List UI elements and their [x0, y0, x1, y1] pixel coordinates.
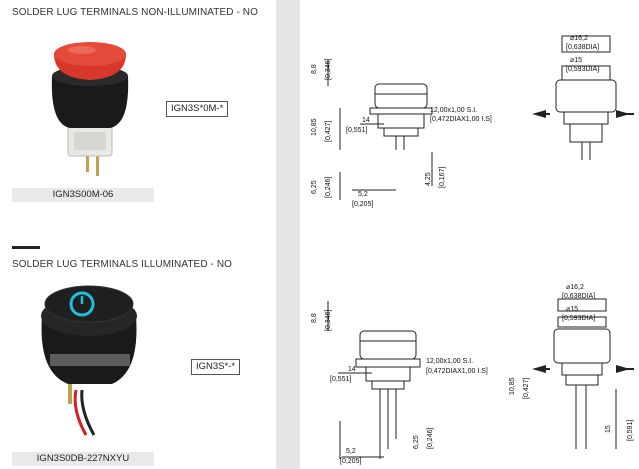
- dim5-value: 4,25: [425, 172, 432, 186]
- dim6-value-2: 5,2: [346, 448, 356, 455]
- dim6-inch-2: [0,205]: [340, 458, 361, 465]
- dim3-inch: [0,551]: [346, 127, 367, 134]
- dim6-inch: [0,205]: [352, 201, 373, 208]
- product2-caption: IGN3S0DB-227NXYU: [12, 452, 154, 466]
- drawing-panel: 8,8 [0,346] 10,85 [0,427] 14 [0,551] 12,…: [300, 0, 639, 469]
- dim5-inch: [0,167]: [439, 167, 446, 188]
- dia2-inch: [0,593DIA]: [566, 66, 599, 73]
- product-photo-illuminated: [41, 285, 137, 436]
- dim2-inch: [0,427]: [325, 121, 332, 142]
- thread-spec: 12,00x1,00 S.I.: [430, 107, 477, 114]
- left-panel: SOLDER LUG TERMINALS NON-ILLUMINATED - N…: [0, 0, 276, 469]
- dim4-inch-2: [0,246]: [427, 428, 434, 449]
- dim7-value-2: 15: [605, 425, 612, 433]
- dim2-value-2: 10,85: [509, 377, 516, 395]
- dia2-value: ⌀15: [570, 57, 582, 64]
- dim1-value: 8,8: [311, 64, 318, 74]
- product2-code: IGN3S*-*: [191, 359, 241, 375]
- technical-drawing-1: 8,8 [0,346] 10,85 [0,427] 14 [0,551] 12,…: [311, 35, 634, 208]
- dim2-value: 10,85: [311, 118, 318, 136]
- dia1-value: ⌀16,2: [570, 35, 588, 42]
- dia1-inch-2: [0,638DIA]: [562, 293, 595, 300]
- dim3-inch-2: [0,551]: [330, 376, 351, 383]
- dia1-value-2: ⌀16,2: [566, 284, 584, 291]
- dim4-value: 6,25: [311, 180, 318, 194]
- page-gutter: [276, 0, 300, 469]
- dim4-inch: [0,246]: [325, 177, 332, 198]
- dim2-inch-2: [0,427]: [523, 378, 530, 399]
- dia1-inch: [0,638DIA]: [566, 44, 599, 51]
- section-separator: [12, 246, 40, 249]
- dia2-inch-2: [0,593DIA]: [562, 315, 595, 322]
- thread-spec-2: 12,00x1,00 S.I.: [426, 358, 473, 365]
- dim7-inch-2: [0,591]: [627, 420, 634, 441]
- thread-spec-inch: [0,472DIAX1,00 I.S]: [430, 116, 492, 123]
- dim1-inch-2: [0,346]: [325, 310, 332, 331]
- dim1-inch: [0,346]: [325, 59, 332, 80]
- dim6-value: 5,2: [358, 191, 368, 198]
- technical-drawing-2: 8,8 [0,346] 14 [0,551] 12,00x1,00 S.I. […: [311, 284, 634, 465]
- product1-caption: IGN3S00M-06: [12, 188, 154, 202]
- dim4-value-2: 6,25: [413, 435, 420, 449]
- section1-title: SOLDER LUG TERMINALS NON-ILLUMINATED - N…: [12, 7, 258, 18]
- dim1-value-2: 8,8: [311, 313, 318, 323]
- product1-code: IGN3S*0M-*: [166, 101, 229, 117]
- section2-title: SOLDER LUG TERMINALS ILLUMINATED - NO: [12, 259, 233, 270]
- dim3-value: 14: [362, 117, 370, 124]
- thread-spec-inch-2: [0,472DIAX1,00 I.S]: [426, 368, 488, 375]
- dim3-value-2: 14: [348, 366, 356, 373]
- product-photo-non-illuminated: [51, 42, 129, 176]
- dia2-value-2: ⌀15: [566, 306, 578, 313]
